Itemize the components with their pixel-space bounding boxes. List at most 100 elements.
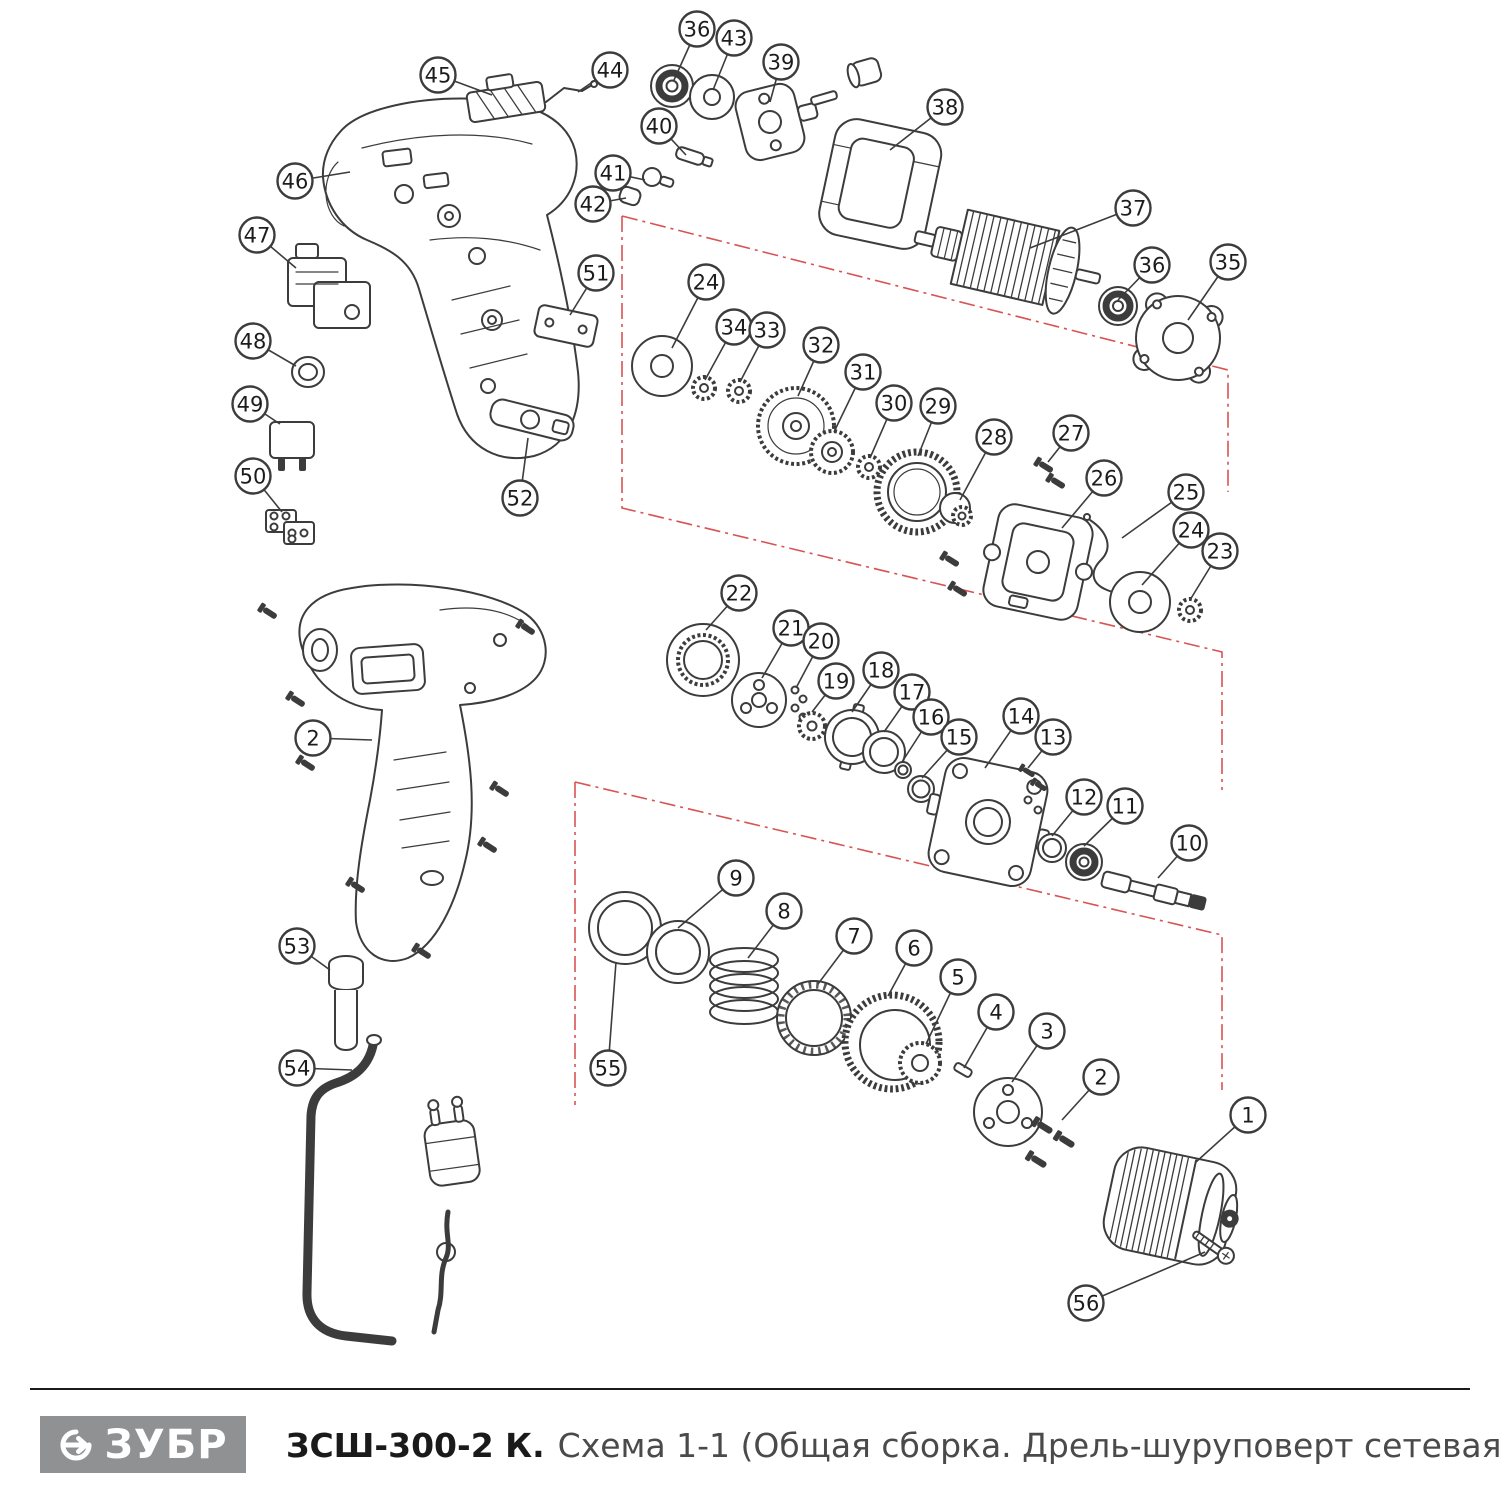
callout-42: 42: [574, 185, 627, 223]
button-52: [489, 398, 575, 442]
svg-text:22: 22: [726, 582, 753, 606]
cap-top: [846, 57, 883, 89]
svg-text:49: 49: [237, 393, 264, 417]
svg-text:47: 47: [244, 224, 271, 248]
svg-text:25: 25: [1173, 481, 1200, 505]
bracket-45: [465, 73, 547, 124]
svg-text:56: 56: [1073, 1292, 1100, 1316]
svg-text:16: 16: [918, 706, 945, 730]
callout-40: 40: [640, 107, 687, 156]
callout-48: 48: [234, 322, 297, 367]
svg-text:45: 45: [425, 64, 452, 88]
rear-bearing-36: [1098, 286, 1138, 326]
callout-24: 24: [671, 263, 725, 349]
power-cord-plug: [423, 1095, 481, 1335]
pin-41: [642, 167, 675, 188]
washer-9: [588, 891, 662, 965]
svg-text:36: 36: [1139, 254, 1166, 278]
callout-46: 46: [276, 162, 351, 200]
callout-39: 39: [762, 43, 800, 103]
scheme-caption: Схема 1-1 (Общая сборка. Дрель-шуруповер…: [557, 1425, 1500, 1465]
gear-31: [809, 429, 855, 475]
washer-55: [646, 920, 710, 984]
svg-text:11: 11: [1112, 795, 1139, 819]
callout-19: 19: [811, 662, 855, 713]
threaded-ring-7: [776, 980, 852, 1056]
svg-text:29: 29: [925, 395, 952, 419]
svg-text:4: 4: [989, 1001, 1002, 1025]
callout-2: 2: [294, 719, 373, 757]
callout-32: 32: [797, 326, 840, 397]
svg-text:50: 50: [240, 465, 267, 489]
callout-17: 17: [883, 673, 931, 733]
bit-holder-53: [328, 955, 364, 1051]
callout-6: 6: [887, 929, 933, 997]
svg-text:24: 24: [693, 271, 720, 295]
svg-text:34: 34: [721, 316, 748, 340]
svg-text:20: 20: [808, 630, 835, 654]
group-boundary-lines: [574, 215, 1229, 1105]
svg-text:39: 39: [768, 51, 795, 75]
washer-17: [862, 730, 906, 774]
bearing-11: [1065, 843, 1103, 881]
o-ring-16: [894, 761, 912, 779]
callout-7: 7: [817, 917, 873, 985]
callout-26: 26: [1061, 459, 1123, 529]
callout-21: 21: [761, 609, 810, 679]
terminal-50: [265, 509, 315, 545]
callout-41: 41: [594, 154, 646, 192]
callout-22: 22: [705, 574, 758, 631]
callout-52: 52: [501, 437, 539, 517]
suppressor-49: [269, 421, 315, 471]
svg-text:40: 40: [646, 115, 673, 139]
callout-2-2: 2: [1061, 1058, 1120, 1121]
svg-text:36: 36: [684, 18, 711, 42]
brand-logo: ЗУБР: [40, 1416, 246, 1473]
svg-text:54: 54: [284, 1057, 311, 1081]
svg-text:44: 44: [597, 59, 624, 83]
svg-text:37: 37: [1120, 197, 1147, 221]
svg-text:23: 23: [1207, 540, 1234, 564]
callout-15: 15: [921, 718, 978, 779]
svg-text:21: 21: [778, 617, 805, 641]
ring-15: [907, 775, 935, 803]
callout-55: 55: [589, 961, 627, 1087]
footer-rule: [30, 1388, 1470, 1390]
svg-text:13: 13: [1040, 726, 1067, 750]
callout-44: 44: [577, 51, 629, 93]
svg-text:9: 9: [729, 867, 742, 891]
svg-text:24: 24: [1178, 519, 1205, 543]
pin-top: [810, 90, 838, 106]
gear-bracket-39: [734, 82, 819, 162]
svg-text:51: 51: [583, 262, 610, 286]
svg-text:48: 48: [240, 330, 267, 354]
svg-text:2: 2: [306, 727, 319, 751]
callout-9: 9: [677, 859, 755, 929]
armature-37: [913, 208, 1102, 315]
callout-51: 51: [569, 254, 615, 316]
callout-53: 53: [278, 927, 331, 971]
spring-8: [709, 947, 779, 1025]
diagram-title: ЗСШ-300-2 К. Схема 1-1 (Общая сборка. Др…: [286, 1420, 1500, 1470]
svg-text:15: 15: [946, 726, 973, 750]
svg-text:6: 6: [907, 937, 920, 961]
switch-47: [287, 243, 371, 329]
svg-text:38: 38: [932, 96, 959, 120]
pin-4: [953, 1062, 973, 1078]
screws-2: [1024, 1115, 1077, 1171]
ring-48: [291, 356, 325, 388]
callout-13: 13: [1027, 718, 1072, 769]
bearing-plate-35: [1132, 292, 1224, 384]
callout-11: 11: [1083, 787, 1144, 847]
svg-text:33: 33: [754, 319, 781, 343]
plate-3: [973, 1077, 1043, 1147]
svg-text:52: 52: [507, 487, 534, 511]
ring-gear-29: [873, 448, 961, 536]
planet-gear-33: [726, 378, 752, 404]
svg-text:32: 32: [808, 334, 835, 358]
sun-gear-28: [939, 492, 973, 527]
svg-text:26: 26: [1091, 467, 1118, 491]
callout-23: 23: [1189, 532, 1239, 601]
pin-42: [618, 185, 642, 207]
